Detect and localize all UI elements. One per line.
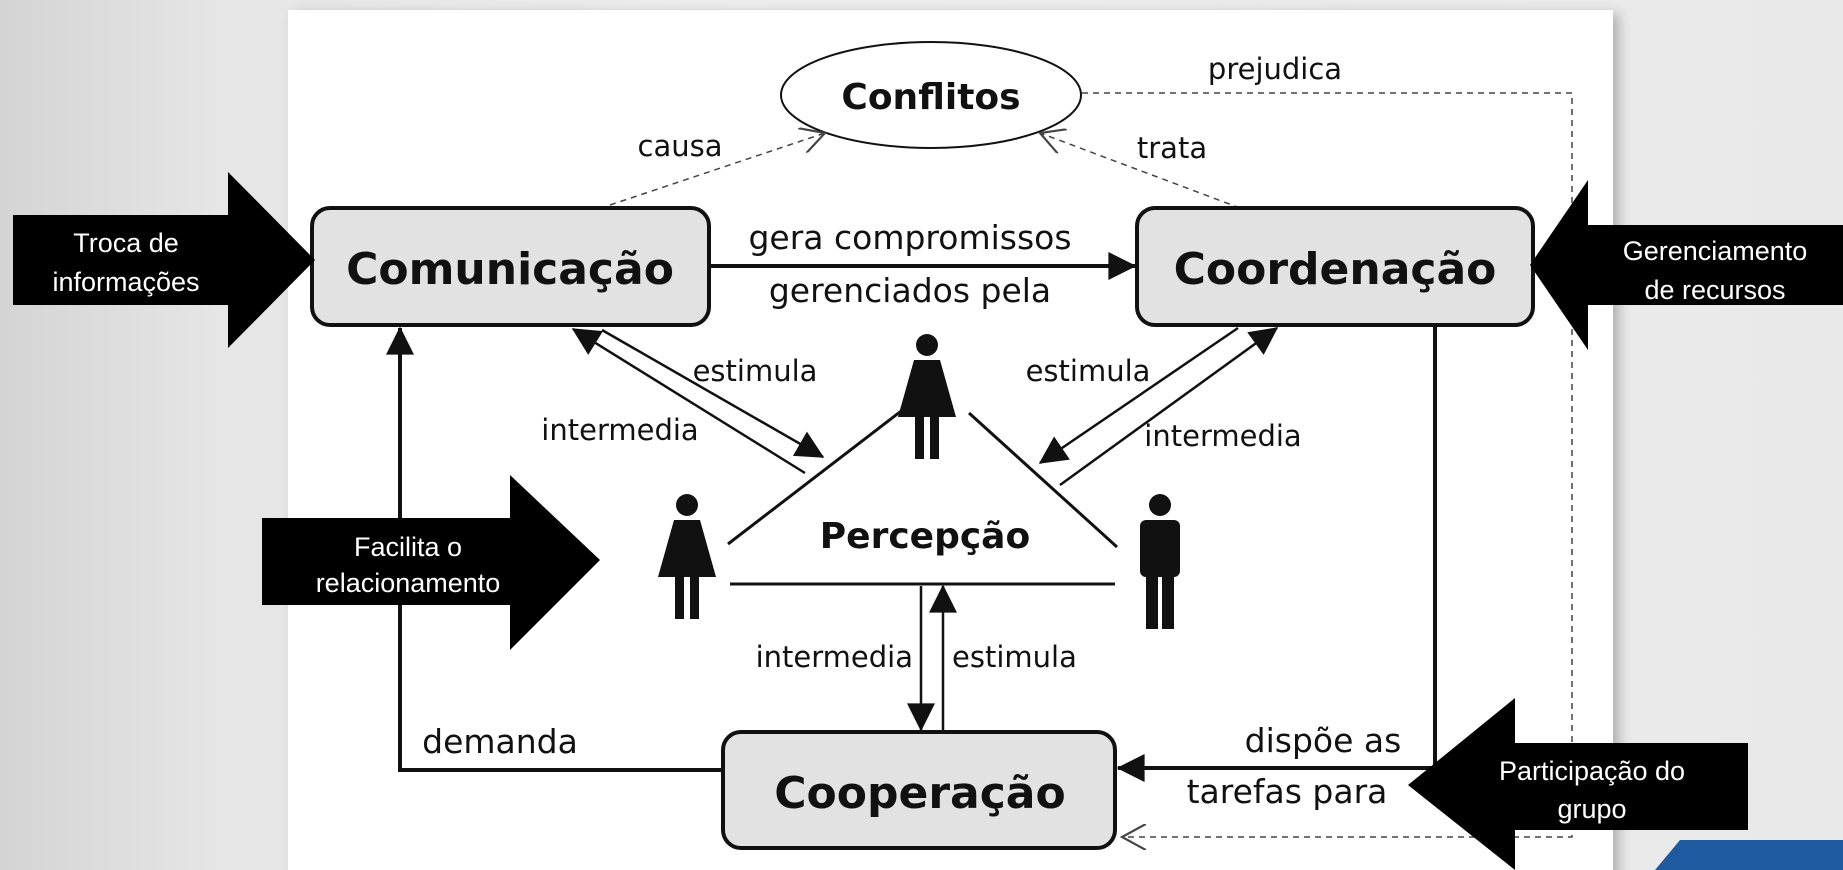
edge-prejudica <box>1082 92 1573 837</box>
cooperacao-node <box>721 730 1117 850</box>
callout-facilita-o-relacionamento: Facilita o relacionamento <box>262 475 600 650</box>
svg-text:de recursos: de recursos <box>1644 275 1785 305</box>
svg-text:relacionamento: relacionamento <box>316 568 501 598</box>
svg-text:grupo: grupo <box>1557 794 1626 824</box>
edge-trata <box>1040 133 1241 209</box>
edge-estimula-left <box>601 328 825 459</box>
conflitos-node <box>780 41 1082 149</box>
svg-text:Facilita o: Facilita o <box>354 532 462 562</box>
corner-accent <box>1655 840 1843 870</box>
man-icon-right <box>1140 494 1180 629</box>
dispoe-label-line1: dispõe as <box>1245 721 1402 760</box>
estimula-left-label: estimula <box>693 354 818 388</box>
cooperacao-label: Cooperação <box>774 768 1065 819</box>
intermedia-right-label: intermedia <box>1144 419 1301 453</box>
demanda-label: demanda <box>422 722 578 761</box>
estimula-bottom-label: estimula <box>952 640 1077 674</box>
causa-label: causa <box>638 129 723 163</box>
svg-text:Gerenciamento: Gerenciamento <box>1623 236 1808 266</box>
intermedia-bottom-label: intermedia <box>756 640 913 674</box>
edge-intermedia-left <box>571 327 806 475</box>
percepcao-label: Percepção <box>820 516 1030 557</box>
intermedia-left-label: intermedia <box>541 413 698 447</box>
diagram-panel <box>288 10 1613 870</box>
estimula-right-label: estimula <box>1026 354 1151 388</box>
triangle-right-edge <box>967 411 1119 549</box>
edge-intermedia-right <box>1059 326 1279 487</box>
edge-estimula-right <box>1038 326 1239 465</box>
trata-label: trata <box>1137 131 1207 165</box>
svg-text:Participação do: Participação do <box>1499 756 1685 786</box>
coordenacao-label: Coordenação <box>1174 244 1497 295</box>
edge-demanda <box>386 326 723 772</box>
comunicacao-label: Comunicação <box>346 244 674 295</box>
edge-causa <box>609 133 825 206</box>
conflitos-label: Conflitos <box>841 77 1020 118</box>
comunicacao-node <box>310 206 711 327</box>
prejudica-label: prejudica <box>1208 52 1342 86</box>
woman-icon-left <box>658 494 716 619</box>
svg-text:informações: informações <box>52 267 199 297</box>
svg-text:Troca de: Troca de <box>73 228 179 258</box>
callout-participacao-do-grupo: Participação do grupo <box>1408 698 1748 870</box>
gera-label-line2: gerenciados pela <box>769 271 1051 310</box>
dispoe-label-line2: tarefas para <box>1187 772 1388 811</box>
callout-gerenciamento-de-recursos: Gerenciamento de recursos <box>1530 180 1843 350</box>
gera-label-line1: gera compromissos <box>748 218 1071 257</box>
woman-icon-top <box>898 334 956 459</box>
callout-troca-de-informacoes: Troca de informações <box>13 172 315 348</box>
